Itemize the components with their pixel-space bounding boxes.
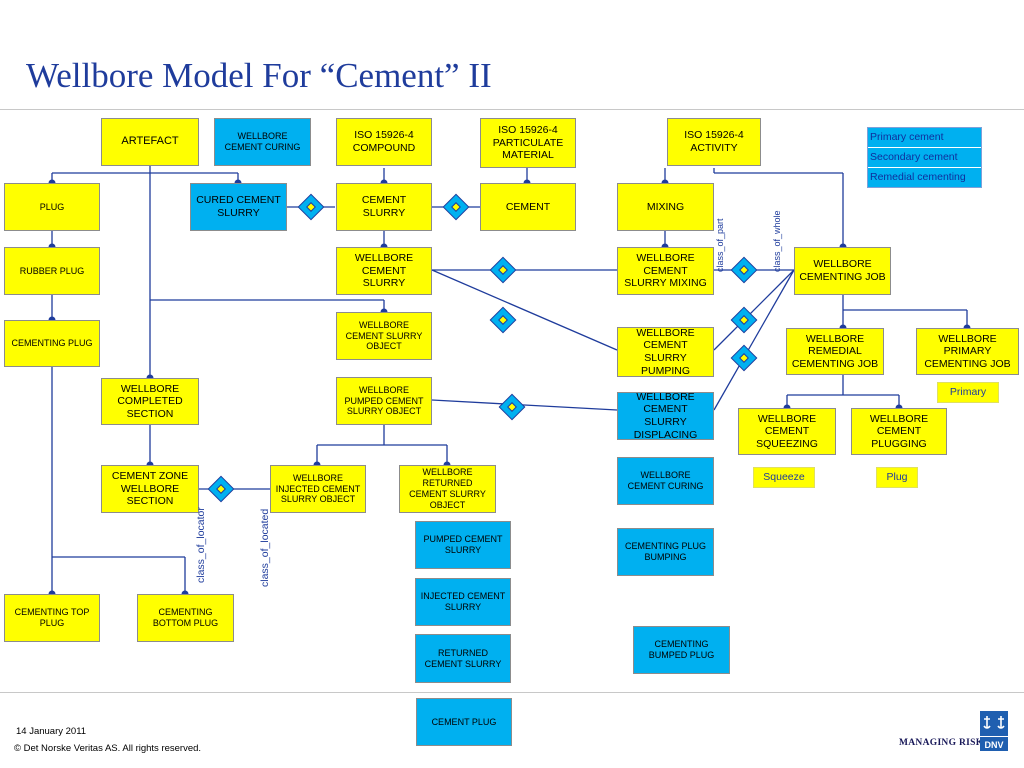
footer-date: 14 January 2011 — [16, 726, 87, 737]
node-iso-activity: ISO 15926-4 ACTIVITY — [667, 118, 761, 166]
connector — [713, 269, 795, 411]
dnv-logo-text: DNV — [984, 740, 1003, 750]
connector — [431, 399, 618, 411]
node-wellbore-primary-cementing-job: WELLBORE PRIMARY CEMENTING JOB — [916, 328, 1019, 375]
page-title: Wellbore Model For “Cement” II — [26, 56, 492, 95]
node-wellbore-cement-plugging: WELLBORE CEMENT PLUGGING — [851, 408, 947, 455]
label-class-of-part: class_of_part — [715, 218, 725, 272]
node-wellbore-pumped-cement-slurry-object: WELLBORE PUMPED CEMENT SLURRY OBJECT — [336, 377, 432, 425]
node-plug: PLUG — [4, 183, 100, 231]
connector — [431, 269, 618, 351]
legend: Primary cement Secondary cement Remedial… — [867, 127, 982, 188]
node-cement-plug: CEMENT PLUG — [416, 698, 512, 746]
node-cement-slurry: CEMENT SLURRY — [336, 183, 432, 231]
node-wellbore-cement-slurry-pumping: WELLBORE CEMENT SLURRY PUMPING — [617, 327, 714, 377]
tag-primary: Primary — [937, 382, 999, 403]
node-cementing-bottom-plug: CEMENTING BOTTOM PLUG — [137, 594, 234, 642]
label-class-of-located: class_of_located — [259, 508, 271, 587]
node-returned-cement-slurry: RETURNED CEMENT SLURRY — [415, 634, 511, 683]
node-wellbore-returned-cement-slurry-object: WELLBORE RETURNED CEMENT SLURRY OBJECT — [399, 465, 496, 513]
node-artefact: ARTEFACT — [101, 118, 199, 166]
managing-risk-text: MANAGING RISK — [899, 738, 984, 748]
footer-copyright: © Det Norske Veritas AS. All rights rese… — [14, 743, 202, 754]
footer-divider — [0, 692, 1024, 693]
node-wellbore-cement-curing: WELLBORE CEMENT CURING — [617, 457, 714, 505]
tag-plug: Plug — [876, 467, 918, 488]
node-iso-compound: ISO 15926-4 COMPOUND — [336, 118, 432, 166]
node-pumped-cement-slurry: PUMPED CEMENT SLURRY — [415, 521, 511, 569]
node-cementing-bumped-plug: CEMENTING BUMPED PLUG — [633, 626, 730, 674]
legend-item-remedial-cementing: Remedial cementing — [870, 171, 966, 183]
label-class-of-whole: class_of_whole — [772, 210, 782, 272]
node-wellbore-cement-curing-top: WELLBORE CEMENT CURING — [214, 118, 311, 166]
node-cementing-plug-bumping: CEMENTING PLUG BUMPING — [617, 528, 714, 576]
tag-squeeze: Squeeze — [753, 467, 815, 488]
node-wellbore-remedial-cementing-job: WELLBORE REMEDIAL CEMENTING JOB — [786, 328, 884, 375]
node-wellbore-completed-section: WELLBORE COMPLETED SECTION — [101, 378, 199, 425]
connector — [713, 269, 795, 351]
legend-item-secondary-cement: Secondary cement — [868, 148, 981, 168]
node-iso-particulate: ISO 15926-4 PARTICULATE MATERIAL — [480, 118, 576, 168]
node-cement-zone-wellbore-section: CEMENT ZONE WELLBORE SECTION — [101, 465, 199, 513]
legend-item-primary-cement: Primary cement — [868, 128, 981, 148]
dnv-logo: DNV — [980, 711, 1008, 751]
header-divider — [0, 109, 1024, 110]
node-cementing-top-plug: CEMENTING TOP PLUG — [4, 594, 100, 642]
node-wellbore-cement-slurry-mixing: WELLBORE CEMENT SLURRY MIXING — [617, 247, 714, 295]
node-mixing: MIXING — [617, 183, 714, 231]
node-wellbore-cement-slurry-displacing: WELLBORE CEMENT SLURRY DISPLACING — [617, 391, 714, 441]
node-wellbore-cement-slurry-object: WELLBORE CEMENT SLURRY OBJECT — [336, 312, 432, 360]
node-cement: CEMENT — [480, 183, 576, 231]
node-wellbore-cement-squeezing: WELLBORE CEMENT SQUEEZING — [738, 408, 836, 455]
node-rubber-plug: RUBBER PLUG — [4, 247, 100, 295]
node-injected-cement-slurry: INJECTED CEMENT SLURRY — [415, 578, 511, 626]
node-cementing-plug: CEMENTING PLUG — [4, 320, 100, 367]
relation-diamonds — [207, 193, 758, 503]
label-class-of-locator: class_of_locator — [195, 507, 207, 583]
node-wellbore-injected-cement-slurry-object: WELLBORE INJECTED CEMENT SLURRY OBJECT — [270, 465, 366, 513]
node-cured-cement-slurry: CURED CEMENT SLURRY — [190, 183, 287, 231]
node-wellbore-cementing-job: WELLBORE CEMENTING JOB — [794, 247, 891, 295]
node-wellbore-cement-slurry: WELLBORE CEMENT SLURRY — [336, 247, 432, 295]
